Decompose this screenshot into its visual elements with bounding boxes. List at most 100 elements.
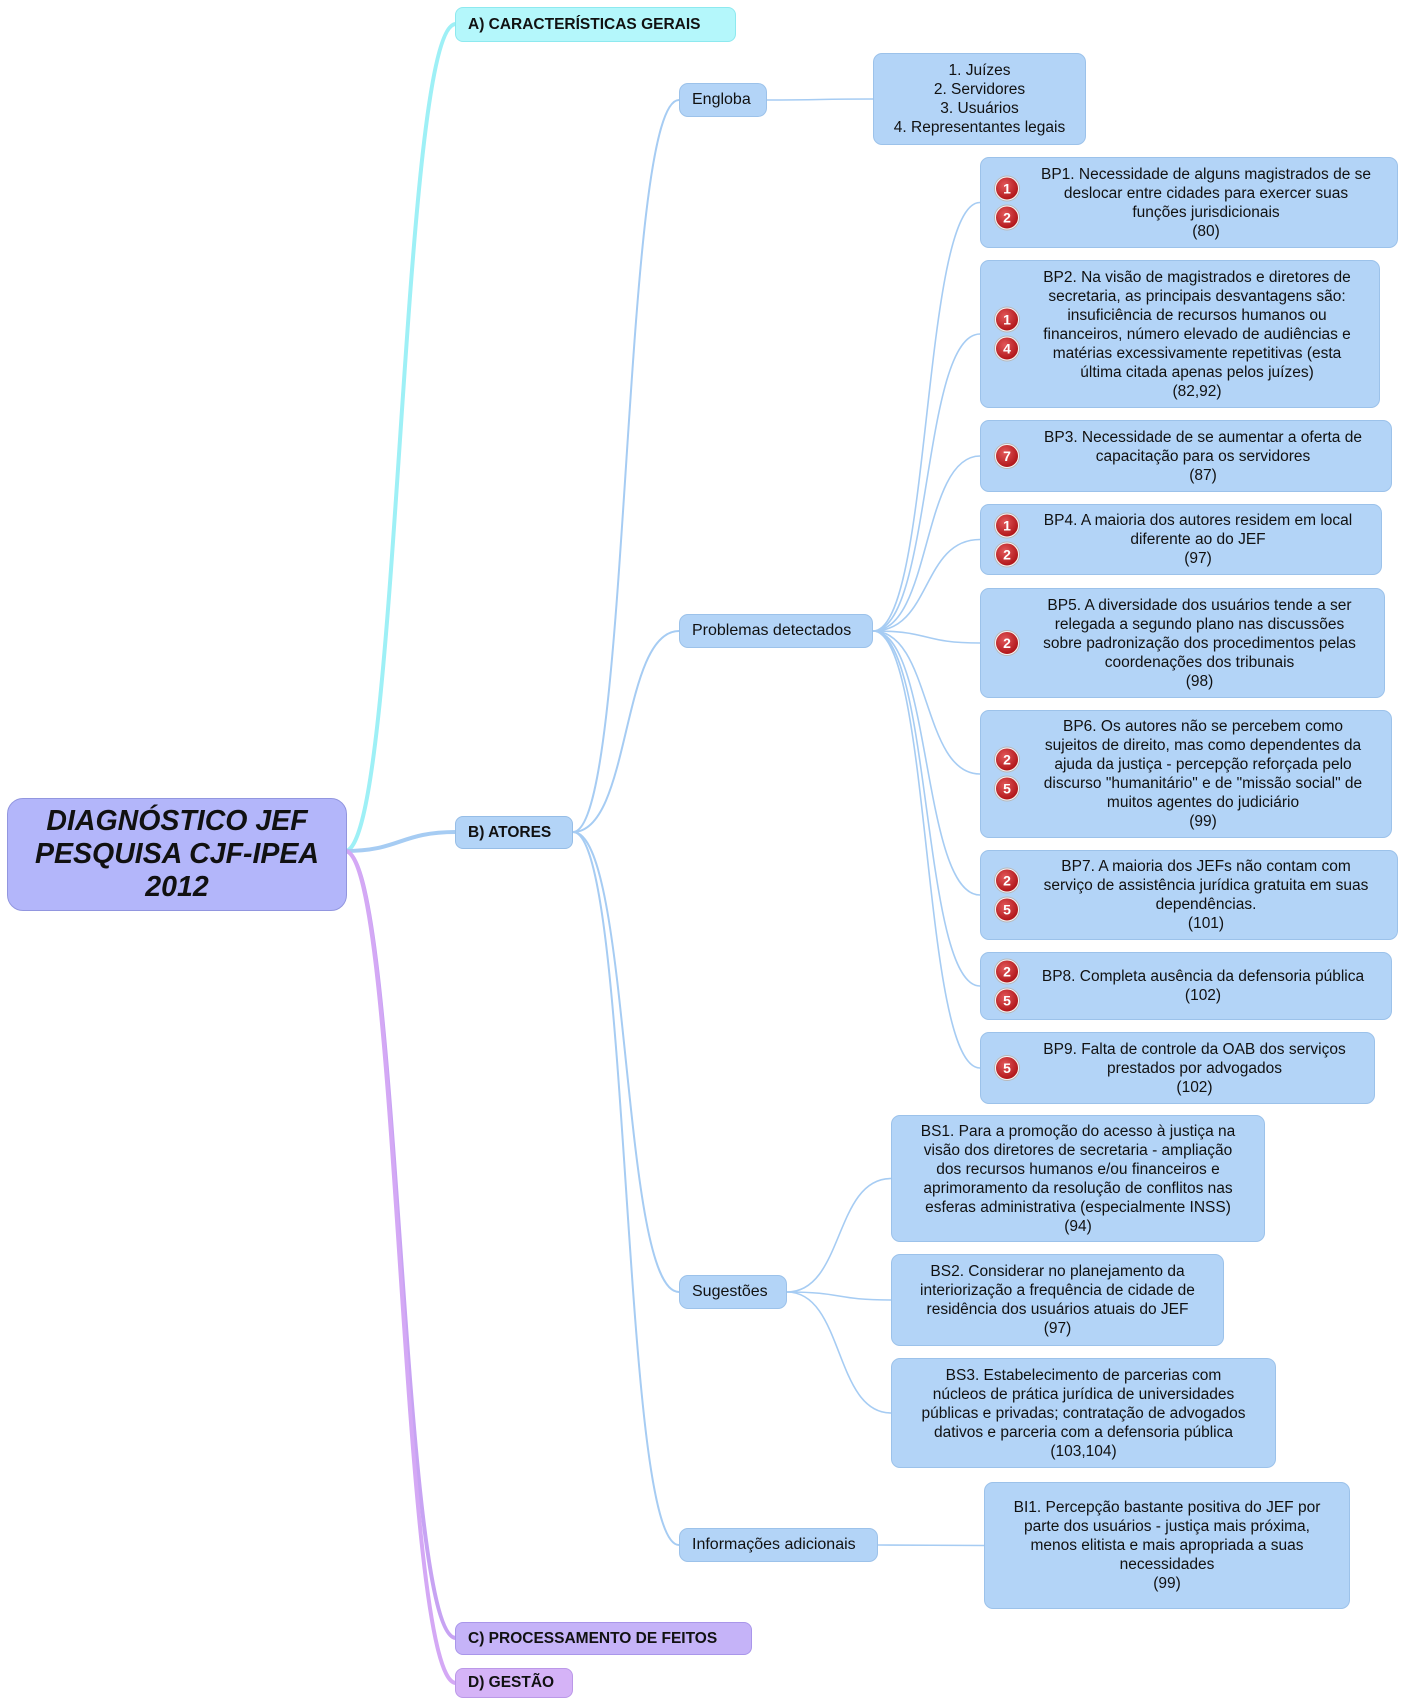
- topic-text-line: (103,104): [1050, 1442, 1117, 1460]
- topic-text-line: interiorização a frequência de cidade de: [920, 1282, 1195, 1299]
- subtopic-informacoes-adicionais[interactable]: Informações adicionais: [679, 1528, 878, 1562]
- connector-problem-4: [872, 538, 981, 632]
- priority-marker-icon: 4: [995, 336, 1019, 361]
- topic-text-line: ajuda da justiça - percepção reforçada p…: [1054, 756, 1352, 773]
- connector-atores-sugestoes: [572, 831, 680, 1293]
- topic-engloba-list[interactable]: 1. Juízes 2. Servidores 3. Usuários 4. R…: [873, 53, 1086, 145]
- topic-text-line: esferas administrativa (especialmente IN…: [925, 1198, 1231, 1216]
- topic-text-line: (82,92): [1172, 382, 1222, 400]
- topic-text-line: (80): [1192, 222, 1220, 240]
- topic-text-line: (102): [1176, 1078, 1213, 1096]
- connector-engloba-list: [766, 98, 874, 101]
- suggestion-topic-bs1[interactable]: BS1. Para a promoção do acesso à justiça…: [891, 1115, 1265, 1242]
- connector-root-b: [344, 830, 457, 853]
- connector-info-1: [877, 1544, 985, 1547]
- problem-topic-bp3[interactable]: 7 BP3. Necessidade de se aumentar a ofert…: [980, 420, 1392, 492]
- priority-marker-icon: 2: [995, 631, 1019, 655]
- topic-text-line: BI1. Percepção bastante positiva do JEF …: [1013, 1499, 1321, 1516]
- topic-text-line: BP9. Falta de controle da OAB dos serviç…: [1043, 1040, 1346, 1058]
- topic-text-line: secretaria, as principais desvantagens s…: [1048, 287, 1346, 305]
- branch-processamento-de-feitos[interactable]: C) PROCESSAMENTO DE FEITOS: [455, 1622, 752, 1655]
- topic-text-line: relegada a segundo plano nas discussões: [1054, 615, 1345, 633]
- topic-text-line: BP6. Os autores não se percebem como: [1062, 718, 1343, 735]
- connector-root-a: [344, 22, 457, 853]
- branch-caracteristicas-gerais[interactable]: A) CARACTERÍSTICAS GERAIS: [455, 7, 736, 42]
- connector-problem-9: [872, 630, 981, 1069]
- priority-markers: 5: [995, 1056, 1019, 1080]
- topic-text-line: muitos agentes do judiciário: [1106, 794, 1300, 811]
- topic-text-line: dativos e parceria com a defensoria públ…: [934, 1423, 1233, 1441]
- connector-problem-7: [872, 630, 981, 896]
- topic-text-line: insuficiência de recursos humanos ou: [1067, 306, 1327, 324]
- topic-text-line: matérias excessivamente repetitivas (est…: [1052, 344, 1342, 362]
- topic-text-line: (94): [1064, 1217, 1092, 1235]
- topic-text-line: visão dos diretores de secretaria - ampl…: [923, 1141, 1233, 1159]
- priority-markers: 2: [995, 631, 1019, 655]
- connector-suggestion-1: [786, 1177, 892, 1293]
- connector-suggestion-2: [786, 1291, 892, 1301]
- topic-text-line: última citada apenas pelos juízes): [1080, 363, 1314, 381]
- topic-text-line: deslocar entre cidades para exercer suas: [1063, 184, 1349, 202]
- branch-gestao[interactable]: D) GESTÃO: [455, 1668, 573, 1698]
- priority-markers: 7: [995, 444, 1019, 468]
- central-topic-line: 2012: [145, 871, 209, 903]
- priority-marker-icon: 5: [995, 1056, 1019, 1080]
- topic-text-line: discurso "humanitário" e de "missão soci…: [1043, 775, 1363, 792]
- priority-marker-icon: 2: [995, 747, 1019, 772]
- topic-text-line: (87): [1189, 466, 1217, 484]
- connector-problem-3: [872, 455, 981, 632]
- subtopic-sugestoes[interactable]: Sugestões: [679, 1275, 787, 1309]
- topic-text-line: (97): [1043, 1320, 1072, 1337]
- topic-text-line: (99): [1189, 813, 1217, 830]
- topic-text-line: BP1. Necessidade de alguns magistrados d…: [1040, 165, 1371, 183]
- topic-text-line: necessidades: [1119, 1556, 1215, 1573]
- problem-topic-bp9[interactable]: 5 BP9. Falta de controle da OAB dos servi…: [980, 1032, 1375, 1104]
- topic-text-line: BP3. Necessidade de se aumentar a oferta…: [1044, 428, 1362, 446]
- central-topic[interactable]: DIAGNÓSTICO JEF PESQUISA CJF-IPEA 2012: [7, 798, 347, 911]
- topic-text-line: (101): [1187, 915, 1225, 932]
- engloba-item: 4. Representantes legais: [893, 119, 1066, 136]
- topic-text-line: residência dos usuários atuais do JEF: [926, 1301, 1189, 1318]
- topic-text-line: (102): [1184, 987, 1222, 1004]
- priority-marker-icon: 1: [995, 307, 1019, 332]
- connector-problem-8: [872, 630, 981, 987]
- topic-text-line: (99): [1153, 1575, 1181, 1592]
- topic-text-line: (98): [1185, 672, 1214, 690]
- topic-text-line: BP7. A maioria dos JEFs não contam com: [1061, 858, 1351, 875]
- topic-text-line: financeiros, número elevado de audiência…: [1043, 325, 1351, 343]
- topic-text-line: BS3. Estabelecimento de parcerias com: [945, 1366, 1222, 1384]
- connector-problem-2: [872, 333, 981, 632]
- connector-atores-engloba: [572, 99, 680, 833]
- topic-text-line: coordenações dos tribunais: [1104, 653, 1295, 671]
- topic-text-line: diferente ao do JEF: [1130, 531, 1266, 548]
- engloba-item: 3. Usuários: [940, 100, 1019, 117]
- priority-marker-icon: 1: [995, 176, 1019, 200]
- topic-text-line: aprimoramento da resolução de conflitos …: [923, 1179, 1233, 1197]
- subtopic-problemas-detectados[interactable]: Problemas detectados: [679, 614, 873, 648]
- priority-marker-icon: 5: [995, 776, 1019, 801]
- subtopic-engloba[interactable]: Engloba: [679, 83, 767, 117]
- connector-suggestion-3: [786, 1291, 892, 1414]
- topic-text-line: parte dos usuários - justiça mais próxim…: [1023, 1518, 1310, 1535]
- connector-problem-5: [872, 630, 981, 644]
- branch-atores[interactable]: B) ATORES: [455, 816, 573, 849]
- topic-text-line: sujeitos de direito, mas como dependente…: [1044, 737, 1362, 754]
- topic-text-line: núcleos de prática jurídica de universid…: [932, 1385, 1235, 1403]
- info-topic-bi1[interactable]: BI1. Percepção bastante positiva do JEF …: [984, 1482, 1350, 1609]
- topic-text-line: prestados por advogados: [1107, 1059, 1282, 1077]
